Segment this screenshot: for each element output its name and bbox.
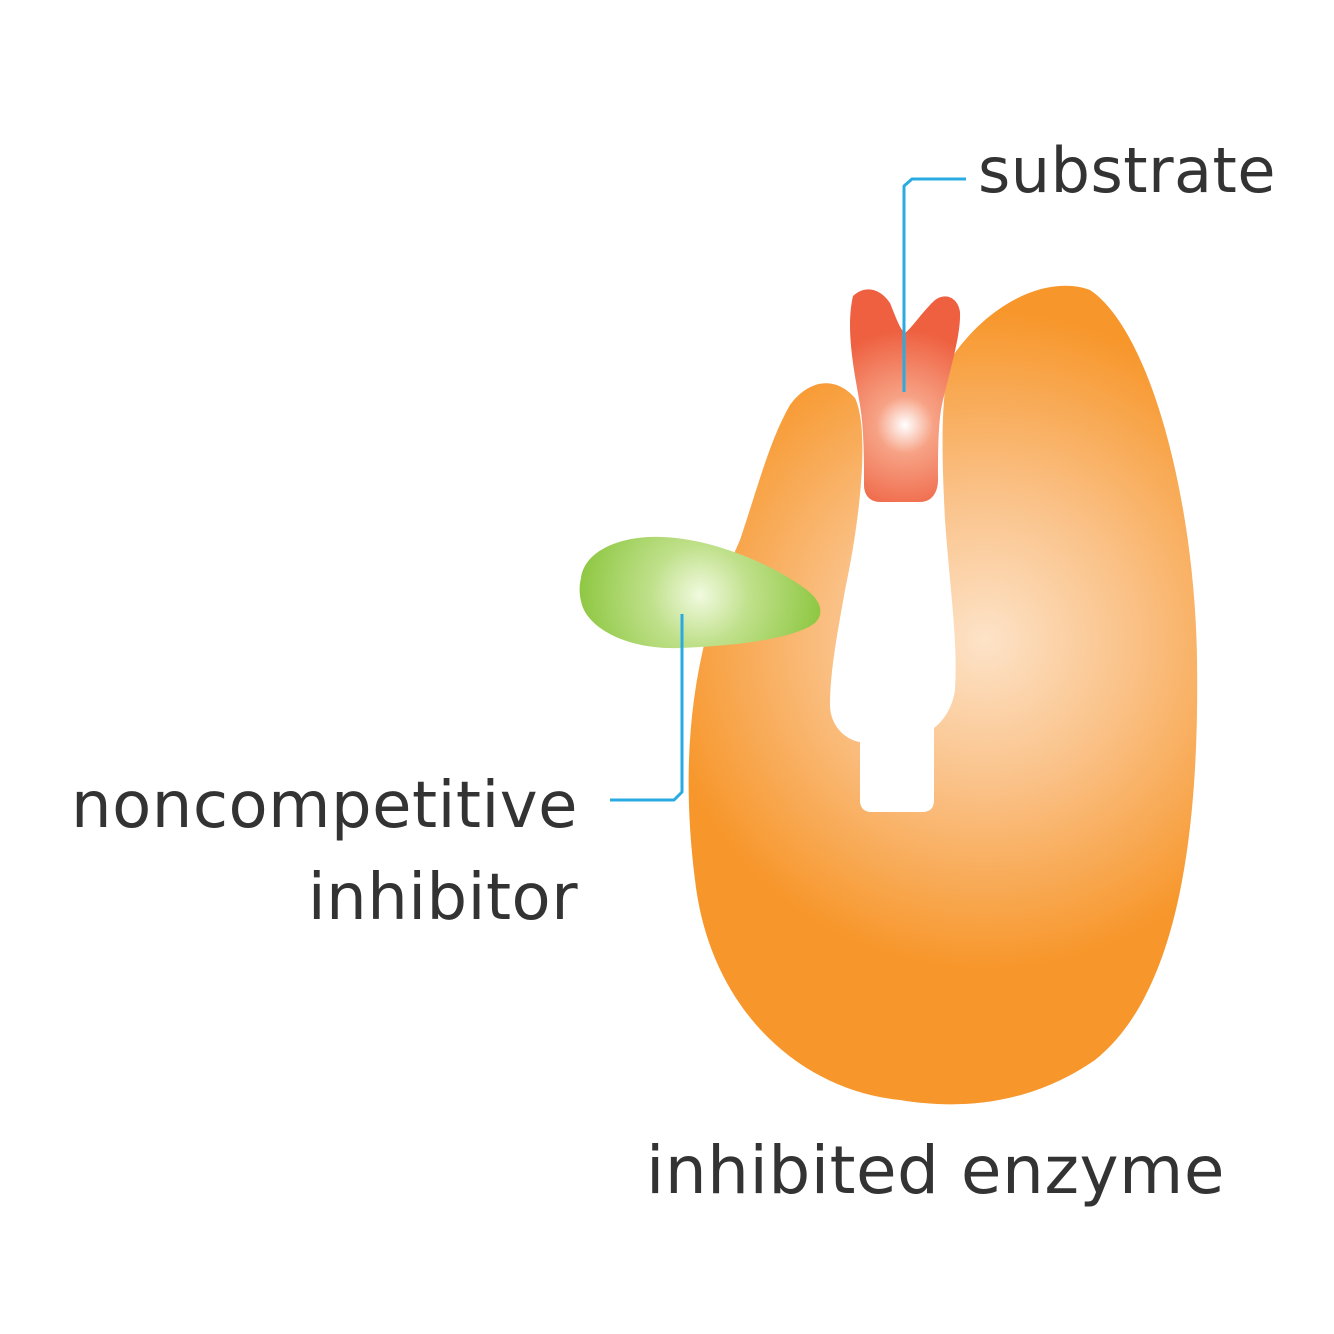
substrate-leader-line: [902, 177, 966, 392]
noncompetitive-inhibitor-shape: [579, 536, 821, 649]
inhibited-enzyme-label: inhibited enzyme: [646, 1132, 1225, 1209]
noncompetitive-inhibitor-label: noncompetitive inhibitor: [71, 760, 578, 944]
enzyme-shape: [688, 285, 1198, 1105]
substrate-shape: [850, 289, 961, 502]
inhibitor-label-line1: noncompetitive: [71, 769, 578, 843]
substrate-label: substrate: [978, 134, 1277, 207]
inhibitor-label-line2: inhibitor: [307, 861, 578, 935]
inhibitor-leader-line: [610, 614, 684, 802]
